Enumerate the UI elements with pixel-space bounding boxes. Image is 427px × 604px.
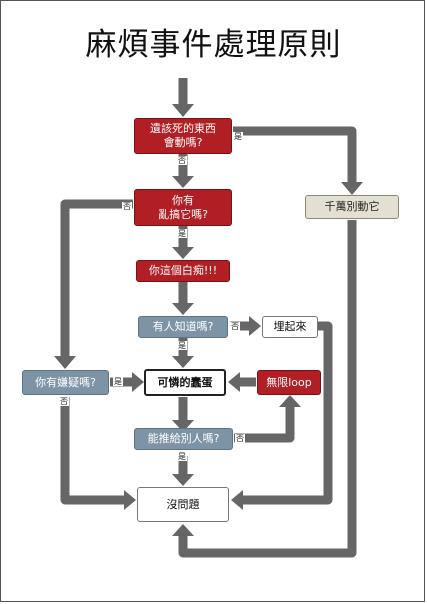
arrowhead-bury — [231, 490, 243, 510]
label-messed-no: 否 — [122, 202, 132, 211]
arrowhead-entry — [172, 104, 194, 117]
arrow-touched-yes — [233, 126, 357, 182]
node-blame-question: 能推給別人嗎? — [134, 428, 233, 450]
label-suspect-yes: 是 — [113, 377, 123, 386]
arrowhead-blame-no — [279, 395, 301, 407]
arrow-messed-no — [60, 199, 133, 356]
arrow-bury — [243, 321, 333, 505]
arrow-suspect-no — [60, 397, 124, 505]
label-anyone-yes: 是 — [177, 341, 187, 350]
node-touched-question: 遺該死的東西 會動嗎? — [134, 118, 232, 154]
node-suspect-question: 你有嫌疑嗎? — [22, 370, 109, 395]
arrowhead-suspect-yes — [132, 372, 144, 392]
node-poor-fool: 可憐的蠢蛋 — [144, 369, 226, 396]
label-blame-no: 否 — [235, 434, 245, 443]
arrowhead-anyone-yes — [172, 356, 194, 368]
label-suspect-no: 否 — [59, 397, 69, 406]
arrowhead-touched-yes — [341, 182, 363, 195]
node-infinite-loop: 無限loop — [257, 370, 321, 395]
node-bury: 埋起來 — [262, 316, 318, 338]
node-messed-question: 你有 亂搞它嗎? — [134, 189, 232, 226]
node-idiot: 你這個白痴!!! — [136, 260, 230, 282]
arrowhead-anyone-no — [249, 316, 261, 336]
arrowhead-idiot — [172, 303, 194, 315]
node-anyone-knows-question: 有人知道嗎? — [138, 316, 228, 338]
arrowhead-poorfool — [172, 420, 194, 432]
arrowhead-suspect-no — [124, 490, 136, 510]
arrowhead-dont-touch — [172, 524, 194, 536]
arrowhead-blame-yes — [172, 474, 194, 486]
page-title: 麻煩事件處理原則 — [85, 27, 342, 63]
label-anyone-no: 否 — [230, 322, 240, 331]
label-touched-no: 否 — [177, 156, 187, 165]
label-touched-yes: 是 — [233, 132, 243, 141]
node-no-problem: 沒問題 — [137, 487, 229, 522]
arrow-dont-touch — [178, 220, 357, 558]
label-messed-yes: 是 — [177, 229, 187, 238]
arrowhead-messed-no — [54, 356, 76, 369]
arrow-blame-no — [234, 407, 295, 443]
node-dont-touch: 千萬別動它 — [305, 195, 399, 219]
arrowhead-messed-yes — [172, 247, 194, 259]
arrowhead-loop — [228, 372, 240, 392]
label-blame-yes: 是 — [177, 452, 187, 461]
arrowhead-touched-no — [172, 176, 194, 188]
